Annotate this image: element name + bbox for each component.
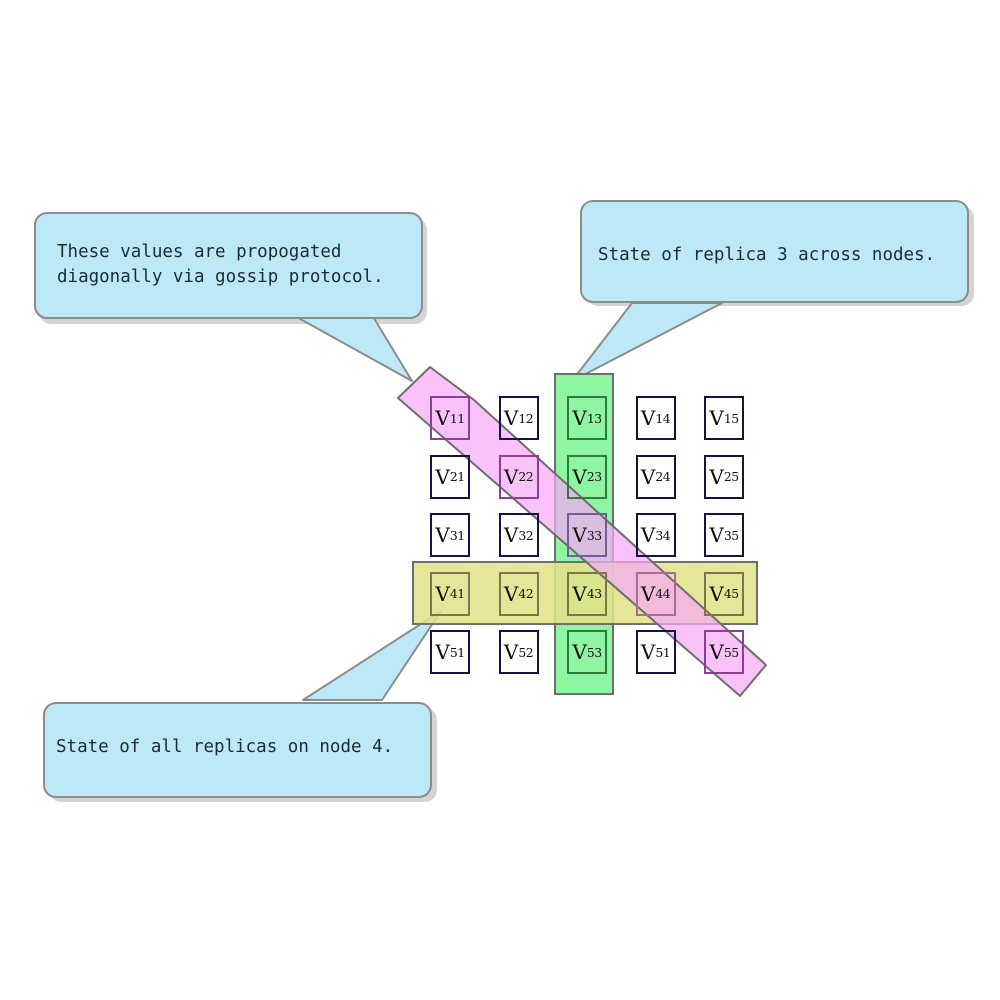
callout-tail-gossip [292, 314, 413, 382]
callout-replica-3-text: State of replica 3 across nodes. [598, 245, 936, 265]
callout-bubble-node[interactable] [43, 702, 432, 798]
callout-gossip-text: These values are propogated diagonally v… [57, 242, 384, 287]
callout-bubble-replica[interactable] [580, 200, 969, 303]
callout-tail-node [302, 610, 442, 701]
callout-node-4-text: State of all replicas on node 4. [56, 737, 394, 757]
callout-bubble-gossip[interactable] [34, 212, 423, 319]
callout-tail-replica [571, 302, 723, 382]
